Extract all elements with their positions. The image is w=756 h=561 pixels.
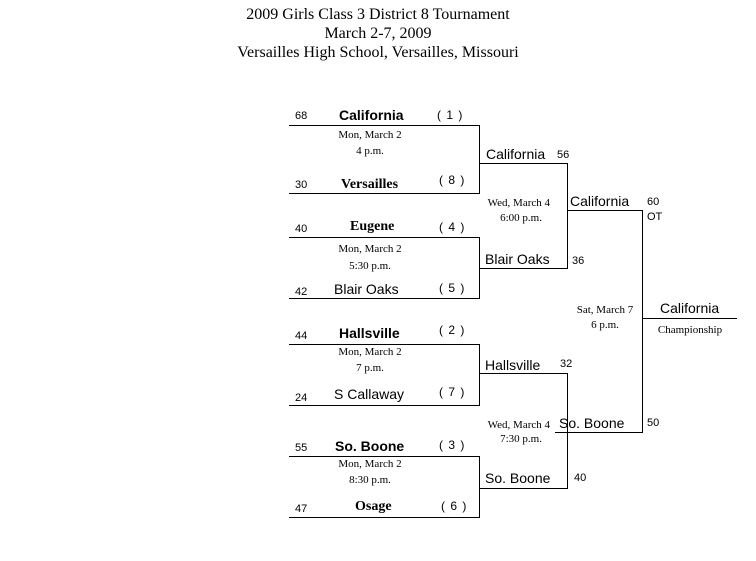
r1-g2-top-seed: ( 4 ) <box>439 220 466 234</box>
r1-g1-date: Mon, March 2 <box>338 129 402 141</box>
sf-g2-time: 7:30 p.m. <box>500 433 542 445</box>
sf-g2-top-team: Hallsville <box>485 357 541 373</box>
sf-g2-bottom-score: 40 <box>574 472 587 484</box>
r1-g1-top-seed: ( 1 ) <box>437 108 464 122</box>
r1-g4-bottom-seed: ( 6 ) <box>441 499 468 513</box>
sf-g2-bottom-team: So. Boone <box>485 470 551 486</box>
r1-g4-date: Mon, March 2 <box>338 458 402 470</box>
final-date: Sat, March 7 <box>576 304 634 316</box>
r1-g3-bottom-team: S Callaway <box>334 386 405 402</box>
r1-g2-bottom-score: 42 <box>295 286 308 298</box>
r1-g3-top-team: Hallsville <box>339 325 400 341</box>
r1-g4-bottom-score: 47 <box>295 503 308 515</box>
final-bottom-team: So. Boone <box>559 415 625 431</box>
r1-g1-bottom-seed: ( 8 ) <box>439 173 466 187</box>
r1-g3-time: 7 p.m. <box>356 362 384 374</box>
r1-g3-top-seed: ( 2 ) <box>439 323 466 337</box>
r1-g4-time: 8:30 p.m. <box>349 474 391 486</box>
r1-g1-top-team: California <box>339 107 404 123</box>
sf-g1-bottom-team: Blair Oaks <box>485 251 550 267</box>
final-overtime-note: OT <box>647 211 663 223</box>
r1-g3-top-score: 44 <box>295 330 308 342</box>
sf-g1-date: Wed, March 4 <box>487 197 550 209</box>
sf-g2-top-score: 32 <box>560 358 573 370</box>
r1-g3-bottom-seed: ( 7 ) <box>439 385 466 399</box>
sf-g1-top-team: California <box>486 146 546 162</box>
r1-g1-bottom-team: Versailles <box>341 177 399 192</box>
sf-g1-bottom-score: 36 <box>572 255 585 267</box>
final-top-team: California <box>570 193 630 209</box>
r1-g2-top-team: Eugene <box>350 219 395 234</box>
final-top-score: 60 <box>647 196 660 208</box>
final-time: 6 p.m. <box>591 319 619 331</box>
championship-label: Championship <box>657 324 723 336</box>
r1-g4-top-seed: ( 3 ) <box>439 438 466 452</box>
tournament-dates: March 2-7, 2009 <box>324 25 432 42</box>
r1-g1-bottom-score: 30 <box>295 179 308 191</box>
sf-g1-time: 6:00 p.m. <box>500 212 542 224</box>
r1-g2-date: Mon, March 2 <box>338 243 402 255</box>
r1-g3-date: Mon, March 2 <box>338 346 402 358</box>
r1-g2-bottom-team: Blair Oaks <box>334 281 399 297</box>
r1-g4-bottom-team: Osage <box>355 499 392 514</box>
champion-team: California <box>660 300 720 316</box>
sf-g2-date: Wed, March 4 <box>487 419 550 431</box>
r1-g4-top-score: 55 <box>295 442 308 454</box>
r1-g2-time: 5:30 p.m. <box>349 260 391 272</box>
r1-g3-bottom-score: 24 <box>295 392 308 404</box>
r1-g1-top-score: 68 <box>295 110 308 122</box>
r1-g1-time: 4 p.m. <box>356 145 384 157</box>
r1-g2-bottom-seed: ( 5 ) <box>439 281 466 295</box>
final-bottom-score: 50 <box>647 417 660 429</box>
r1-g2-top-score: 40 <box>295 223 308 235</box>
tournament-title: 2009 Girls Class 3 District 8 Tournament <box>246 6 510 23</box>
tournament-location: Versailles High School, Versailles, Miss… <box>237 44 519 61</box>
sf-g1-top-score: 56 <box>557 149 570 161</box>
r1-g4-top-team: So. Boone <box>335 438 405 454</box>
